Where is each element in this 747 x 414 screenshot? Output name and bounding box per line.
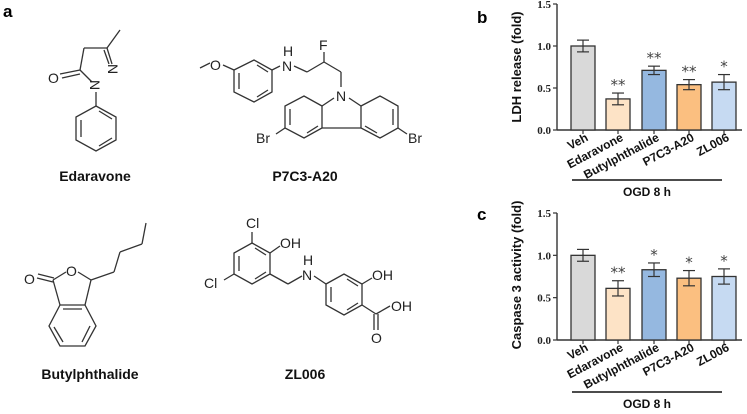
significance-marker: * <box>720 58 728 76</box>
group-label: OGD 8 h <box>623 185 671 199</box>
bar-zl006 <box>711 275 737 341</box>
chemical-structures: O N N O N H F N Br <box>24 29 422 347</box>
structure-zl006: Cl OH Cl N H OH OH O <box>204 215 412 346</box>
structure-edaravone: O N N <box>48 29 121 152</box>
atom-n: N <box>282 58 292 74</box>
bar-butylphthalide <box>641 269 667 341</box>
atom-o: O <box>66 263 77 279</box>
structure-butylphthalide: O O <box>24 222 147 347</box>
atom-n: N <box>105 64 121 74</box>
significance-marker: ** <box>611 76 627 94</box>
y-tick-label: 0.0 <box>537 125 551 137</box>
significance-marker: * <box>720 252 728 270</box>
y-tick-label: 0.5 <box>537 293 551 305</box>
bar-p7c3-a20 <box>676 277 702 341</box>
atom-n: N <box>87 80 103 90</box>
group-label: OGD 8 h <box>623 397 671 411</box>
compound-name-edaravone: Edaravone <box>59 168 131 184</box>
atom-h: H <box>303 252 313 268</box>
bar-veh <box>570 254 596 341</box>
atom-oh: OH <box>372 267 393 283</box>
y-tick-label: 1.0 <box>537 250 551 262</box>
atom-o: O <box>48 70 59 86</box>
compound-name-zl006: ZL006 <box>284 366 326 382</box>
atom-cl: Cl <box>246 215 259 231</box>
atom-o: O <box>371 330 382 346</box>
y-axis-label: LDH release (fold) <box>509 11 524 122</box>
y-tick-label: 0.5 <box>537 83 551 95</box>
y-tick-label: 1.5 <box>537 208 551 220</box>
atom-n: N <box>336 88 346 104</box>
panel-label-b: b <box>477 8 488 27</box>
panel-label-c: c <box>477 205 487 224</box>
y-tick-label: 0.0 <box>537 335 551 347</box>
y-axis-label: Caspase 3 activity (fold) <box>509 201 524 350</box>
significance-marker: ** <box>611 264 627 282</box>
significance-marker: ** <box>647 49 663 67</box>
atom-br: Br <box>256 130 270 146</box>
x-category-label: ZL006 <box>694 130 731 159</box>
atom-h: H <box>283 43 293 59</box>
atom-n: N <box>302 267 312 283</box>
significance-marker: * <box>650 246 658 264</box>
atom-f: F <box>319 37 328 53</box>
y-tick-label: 1.0 <box>537 41 551 53</box>
bar-butylphthalide <box>641 69 667 131</box>
structure-p7c3-a20: O N H F N Br Br <box>199 37 422 146</box>
x-category-label: ZL006 <box>694 340 731 369</box>
significance-marker: ** <box>682 63 698 81</box>
atom-o: O <box>210 57 221 73</box>
bar-veh <box>570 45 596 131</box>
atom-oh: OH <box>391 298 412 314</box>
atom-o: O <box>24 271 35 287</box>
compound-name-p7c3-a20: P7C3-A20 <box>272 168 338 184</box>
atom-cl: Cl <box>204 275 217 291</box>
bar-p7c3-a20 <box>676 83 702 131</box>
compound-name-butylphthalide: Butylphthalide <box>41 366 139 382</box>
atom-br: Br <box>408 130 422 146</box>
significance-marker: * <box>685 254 693 272</box>
atom-oh: OH <box>280 235 301 251</box>
panel-label-a: a <box>3 2 13 21</box>
y-tick-label: 1.5 <box>537 0 551 11</box>
